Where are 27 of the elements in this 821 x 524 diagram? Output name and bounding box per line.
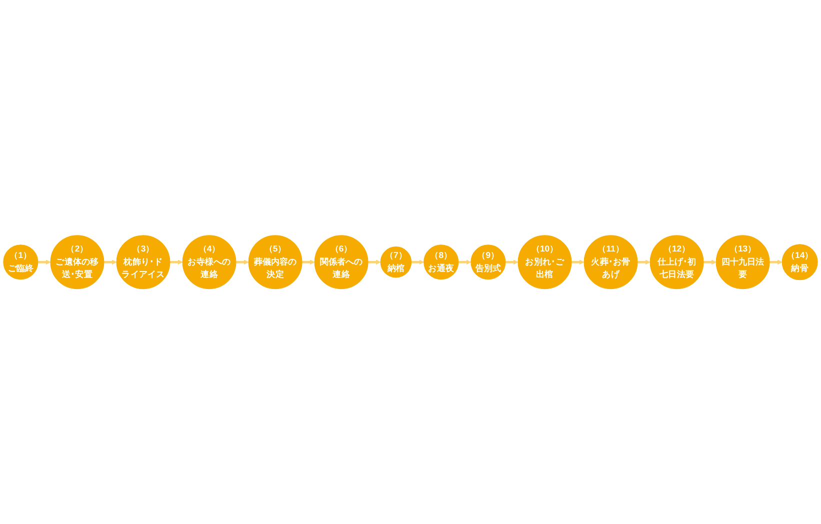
node-circle: （2） ご遺体の移送･安置 xyxy=(50,235,104,289)
arrow xyxy=(104,259,117,265)
arrow xyxy=(505,259,518,265)
node-circle: （1） ご臨終 xyxy=(3,244,38,280)
arrow xyxy=(236,259,249,265)
arrow xyxy=(411,259,424,265)
arrow xyxy=(571,259,584,265)
node-circle: （5） 葬儀内容の決定 xyxy=(248,235,302,289)
node-circle: （13） 四十九日法要 xyxy=(716,235,770,289)
node-circle: （14） 納骨 xyxy=(782,244,818,280)
node-circle: （9） 告別式 xyxy=(470,244,506,280)
node-circle: （12） 仕上げ･初七日法要 xyxy=(650,235,704,289)
node-circle: （10） お別れ･ご出棺 xyxy=(518,235,572,289)
arrow xyxy=(38,259,51,265)
arrow xyxy=(368,259,381,265)
node-circle: （11） 火葬･お骨あげ xyxy=(584,235,638,289)
arrow xyxy=(170,259,183,265)
node-circle: （8） お通夜 xyxy=(424,244,459,280)
node-circle: （4） お寺様への連絡 xyxy=(182,235,236,289)
arrow xyxy=(302,259,315,265)
arrow xyxy=(703,259,716,265)
node-circle: （3） 枕飾り･ドライアイス xyxy=(116,235,170,289)
arrow xyxy=(637,259,650,265)
arrow xyxy=(458,259,472,265)
node-circle: （6） 関係者への連絡 xyxy=(314,235,368,289)
arrow xyxy=(770,259,782,265)
node-circle: （7） 納棺 xyxy=(380,246,412,278)
